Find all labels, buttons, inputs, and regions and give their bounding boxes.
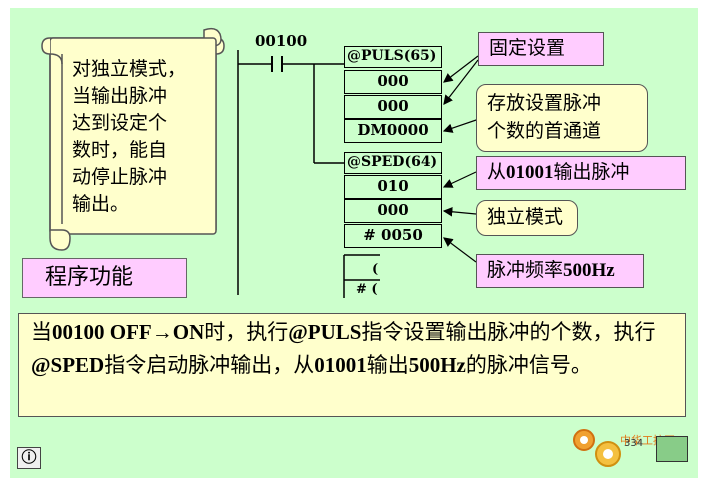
puls-operand-1: 000 [344,70,442,94]
puls-operand-2: 000 [344,95,442,119]
function-label: 程序功能 [22,258,187,298]
description-box: 当00100 OFF→ON时，执行@PULS指令设置输出脉冲的个数，执行 @SPE… [18,313,686,417]
description-text: 指令设置输出脉冲的个数，执行 [361,320,656,344]
description-bold: 500Hz [408,353,466,377]
scroll-note: 对独立模式， 当输出脉冲 达到设定个 数时，能自 动停止脉冲 输出。 [72,56,208,218]
sped-instruction-head: @SPED(64) [344,152,442,174]
clipped-cell: # ( [356,282,378,297]
ladder-wires [237,50,380,298]
description-bold: 01001 [314,353,367,377]
sped-operand-1: 010 [344,175,442,199]
callout-number: 01001 [506,162,554,183]
description-text: 时，执行 [204,320,289,344]
scroll-line: 当输出脉冲 [72,85,168,107]
description-text: 当 [31,320,52,344]
callout-pulse-frequency: 脉冲频率500Hz [476,254,644,288]
description-bold: @PULS [288,320,362,344]
callout-fixed-setting: 固定设置 [478,32,604,66]
callout-text: 从 [487,161,507,183]
scroll-graphic [41,27,225,251]
clipped-cell: ( [372,262,379,277]
callout-text: 输出脉冲 [553,161,630,183]
callout-store-first-channel: 存放设置脉冲 个数的首通道 [476,84,648,152]
scroll-line: 对独立模式， [72,58,187,80]
sped-operand-2: 000 [344,199,442,223]
callout-independent-mode: 独立模式 [476,200,578,236]
scroll-line: 输出。 [72,193,130,215]
gear-icon [573,429,621,467]
sped-operand-3: # 0050 [344,224,442,248]
callout-number: 500Hz [563,260,615,281]
callout-line: 个数的首通道 [487,120,602,142]
description-text: 指令启动脉冲输出，从 [104,353,315,377]
puls-instruction-head: @PULS(65) [344,46,442,68]
scroll-line: 动停止脉冲 [72,166,168,188]
page-number: 334 [624,438,644,449]
description-text: 输出 [366,353,409,377]
description-bold: 00100 OFF→ON [52,320,205,344]
description-text: 的脉冲信号。 [465,353,592,377]
callout-text: 脉冲频率 [487,259,564,281]
next-slide-button[interactable] [656,436,688,462]
description-bold: @SPED [31,353,105,377]
scroll-line: 达到设定个 [72,112,168,134]
puls-operand-3: DM0000 [344,119,442,143]
info-icon[interactable]: ⓘ [17,447,41,469]
scroll-line: 数时，能自 [72,139,168,161]
callout-line: 存放设置脉冲 [487,92,602,114]
contact-address: 00100 [255,32,308,50]
callout-output-from: 从01001输出脉冲 [476,156,686,190]
